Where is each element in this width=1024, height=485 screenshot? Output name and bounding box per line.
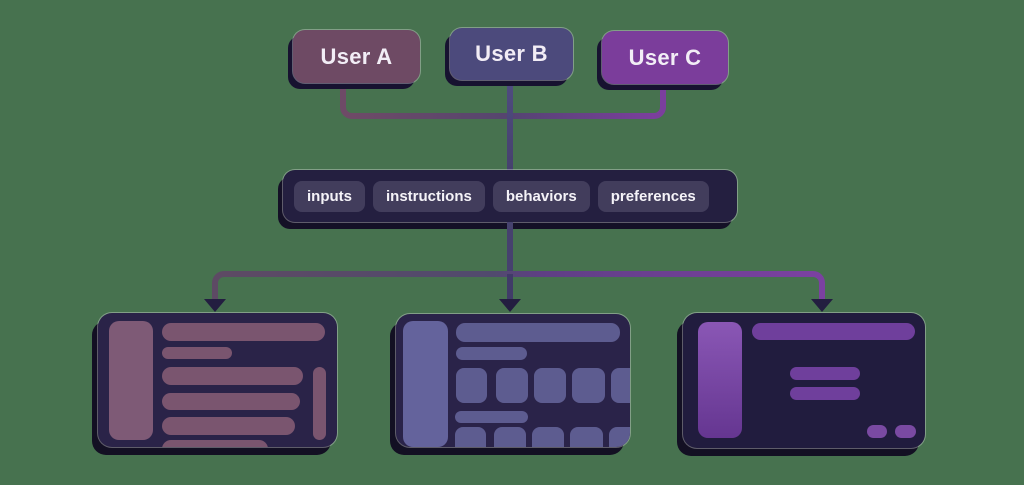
connector-bar-drop [507,222,513,274]
user-a-label: User A [320,43,393,69]
arrowhead-left-icon [204,299,226,312]
skeleton-tile [494,427,526,447]
skeleton-row [790,387,860,400]
arrowhead-center-icon [499,299,521,312]
skeleton-tile [570,427,603,447]
user-b-label: User B [475,41,548,66]
skeleton-tile [609,427,630,447]
skeleton-row [162,393,300,410]
tag-bar: inputs instructions behaviors preference… [283,170,737,222]
connector-user-c-vertical [660,83,666,108]
skeleton-tile [496,368,528,403]
connector-user-c-bend [653,106,666,119]
user-a-node: User A [293,30,420,83]
connector-user-a-vertical [340,82,346,108]
screen-a-card [98,313,337,447]
skeleton-tile [455,427,486,447]
skeleton-tile [534,368,566,403]
branch-right-bend [812,271,825,284]
skeleton-sidebar [109,321,153,440]
skeleton-row [456,347,527,360]
skeleton-row [162,440,268,447]
connector-user-a-bend [340,106,353,119]
screen-b-card [396,314,630,447]
skeleton-button [867,425,887,438]
connector-user-c-horizontal [513,113,653,119]
skeleton-sidebar [698,322,742,438]
skeleton-row [162,347,232,359]
branch-left-bend [212,271,225,284]
skeleton-tile [456,368,487,403]
user-b-node: User B [450,28,573,80]
screen-c-card [683,313,925,448]
skeleton-row [455,411,528,423]
user-c-node: User C [602,31,728,84]
user-c-label: User C [628,44,702,70]
arrowhead-right-icon [811,299,833,312]
tag-preferences: preferences [597,180,709,212]
skeleton-row [790,367,860,380]
skeleton-row [752,323,915,340]
skeleton-tile [532,427,564,447]
branch-right-drop [819,283,825,300]
skeleton-button [895,425,916,438]
branch-horizontal [224,271,812,277]
tag-instructions: instructions [373,180,485,212]
branch-left-drop [212,283,218,300]
skeleton-row [162,367,303,385]
connector-user-a-horizontal [352,113,510,119]
connector-user-b-vertical [507,79,513,170]
skeleton-tile [572,368,605,403]
skeleton-tile [611,368,630,403]
skeleton-sidebar [403,321,448,447]
tag-behaviors: behaviors [492,180,590,212]
branch-center-drop [507,274,513,300]
tag-inputs: inputs [294,180,365,212]
skeleton-row [456,323,620,342]
skeleton-scrollbar [313,367,326,440]
skeleton-row [162,417,295,435]
skeleton-row [162,323,325,341]
